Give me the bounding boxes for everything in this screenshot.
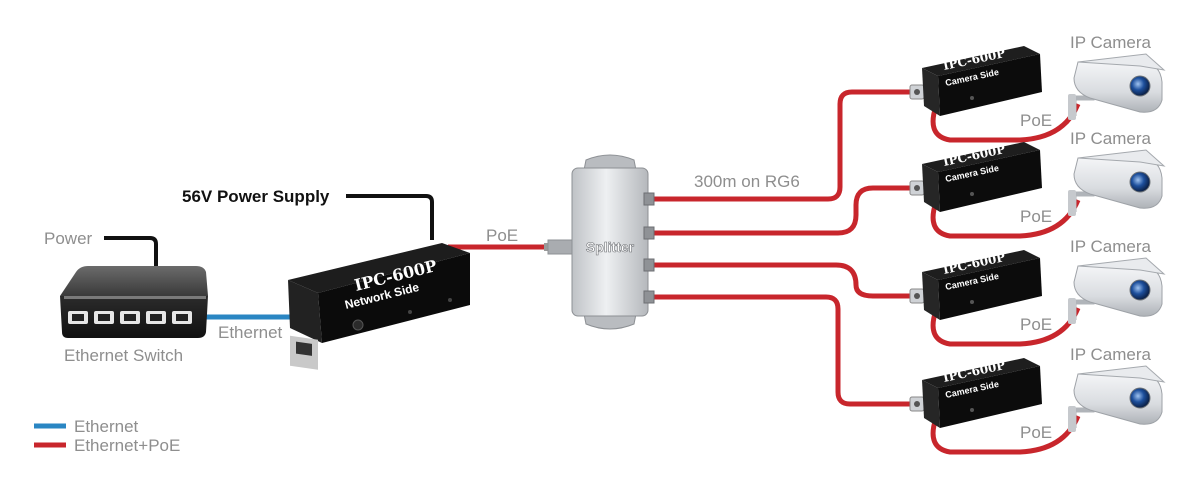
coax-cable-4: [652, 294, 912, 407]
ip-camera-label: IP Camera: [1070, 33, 1151, 52]
legend: Ethernet Ethernet+PoE: [34, 417, 180, 455]
camera-poe-label: PoE: [1020, 315, 1052, 334]
splitter-output-port: [643, 192, 655, 206]
splitter-output-port: [643, 290, 655, 304]
ethernet-switch-label: Ethernet Switch: [64, 346, 183, 365]
cable-spec-label: 300m on RG6: [694, 172, 800, 191]
poe-trunk-label: PoE: [486, 226, 518, 245]
ip-camera-label: IP Camera: [1070, 129, 1151, 148]
power-supply-label: 56V Power Supply: [182, 187, 330, 206]
ip-camera: [1068, 53, 1166, 120]
switch-power-cable: [104, 236, 158, 268]
coax-cable-1: [652, 89, 912, 202]
network-side-device: IPC-600P Network Side: [288, 243, 470, 370]
splitter-label: Splitter: [586, 239, 635, 255]
power-label: Power: [44, 229, 93, 248]
ip-camera: [1068, 365, 1166, 432]
camera-poe-label: PoE: [1020, 111, 1052, 130]
psu-power-cable: [346, 194, 434, 240]
camera-poe-label: PoE: [1020, 207, 1052, 226]
camera-poe-loops: [930, 102, 1081, 455]
ethernet-switch: [60, 266, 208, 338]
legend-label-ethernet: Ethernet: [74, 417, 139, 436]
ethernet-link-label: Ethernet: [218, 323, 283, 342]
ip-camera-label: IP Camera: [1070, 237, 1151, 256]
splitter: Splitter: [547, 154, 655, 330]
legend-label-poe: Ethernet+PoE: [74, 436, 180, 455]
splitter-output-port: [643, 258, 655, 272]
ip-camera: [1068, 257, 1166, 324]
ip-camera: [1068, 149, 1166, 216]
camera-poe-label: PoE: [1020, 423, 1052, 442]
splitter-output-port: [643, 226, 655, 240]
coax-cable-2: [652, 185, 912, 236]
ip-camera-label: IP Camera: [1070, 345, 1151, 364]
coax-cable-3: [652, 262, 912, 299]
